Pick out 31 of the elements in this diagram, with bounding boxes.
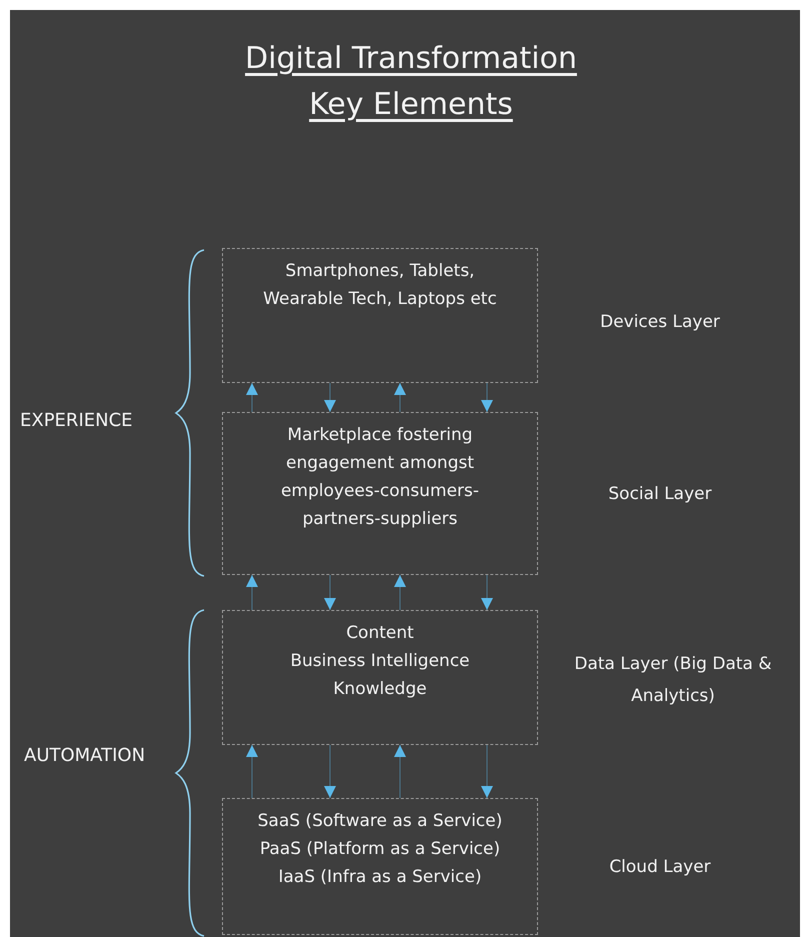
layer-name: Social Layer: [608, 484, 712, 504]
box-text: IaaS (Infra as a Service): [277, 866, 483, 889]
arrow: [324, 574, 336, 610]
box-text: Content: [345, 622, 415, 645]
box-text: SaaS (Software as a Service): [256, 810, 504, 833]
layer-box: [222, 412, 538, 575]
layer-name: Data Layer (Big Data & Analytics): [573, 653, 773, 708]
layer-box: [222, 248, 538, 383]
arrow: [394, 744, 406, 798]
layer-box: [222, 610, 538, 745]
layer-name: Cloud Layer: [609, 857, 711, 877]
box-text: Knowledge: [332, 678, 428, 701]
layer-name: Devices Layer: [600, 312, 720, 332]
arrow: [324, 382, 336, 412]
group-label: AUTOMATION: [24, 745, 146, 766]
arrow: [246, 382, 258, 412]
arrow: [324, 744, 336, 798]
arrow: [481, 382, 493, 412]
box-text: Marketplace fostering engagement amongst employees-consumers-partners-suppliers: [280, 424, 480, 531]
arrow: [394, 382, 406, 412]
title: Digital Transformation Key Elements: [244, 40, 578, 124]
arrow: [394, 574, 406, 610]
arrow: [481, 744, 493, 798]
box-text: Smartphones, Tablets, Wearable Tech, Laptops etc: [262, 260, 498, 311]
arrow: [246, 574, 258, 610]
arrow: [246, 744, 258, 798]
box-text: Business Intelligence: [289, 650, 471, 673]
box-text: PaaS (Platform as a Service): [258, 838, 502, 861]
group-label: EXPERIENCE: [20, 410, 133, 431]
layer-box: [222, 798, 538, 935]
arrow: [481, 574, 493, 610]
